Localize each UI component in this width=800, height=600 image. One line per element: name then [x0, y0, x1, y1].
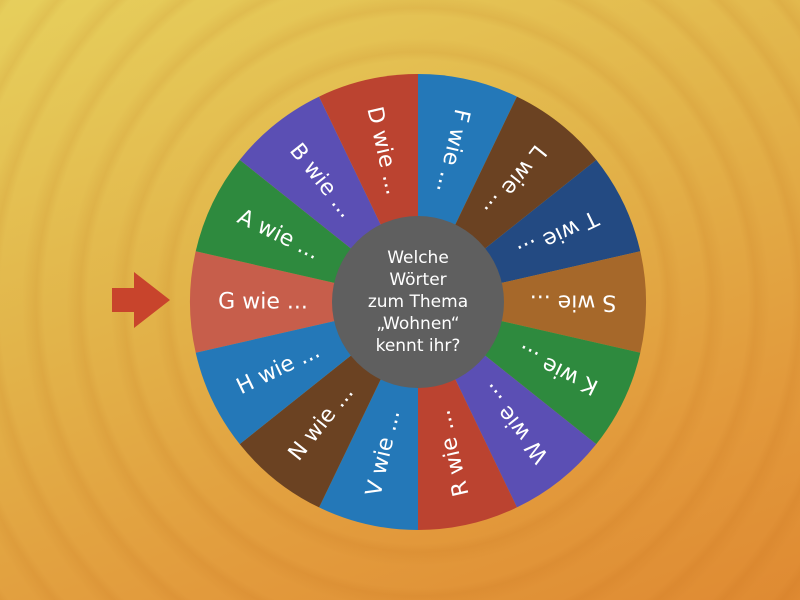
wheel-segment-label: S wie ... [530, 290, 617, 315]
wheel-segment: S wie ... [418, 251, 646, 353]
wheel-segment-label: G wie ... [218, 290, 308, 315]
wheel-hub [332, 216, 504, 388]
wheel-segment: G wie ... [189, 251, 418, 353]
wheel-question: Welche Wörter zum Thema „Wohnen“ kennt i… [367, 248, 469, 356]
arrow-right-icon [112, 272, 170, 328]
